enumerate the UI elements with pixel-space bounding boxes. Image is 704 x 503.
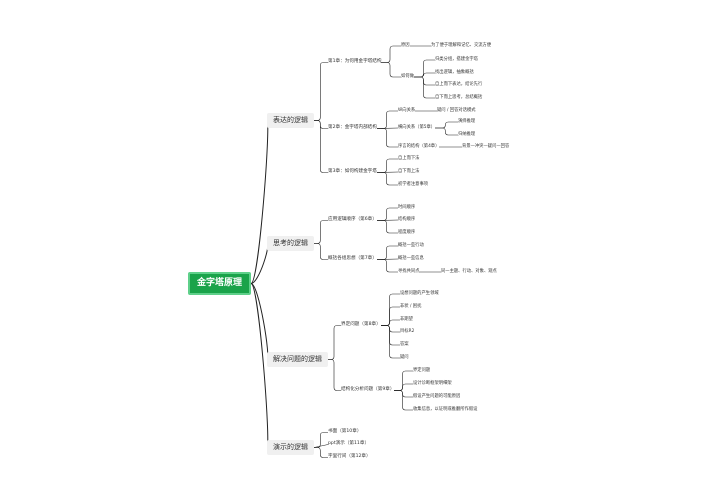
connector-line: [394, 383, 413, 391]
subtopic-node[interactable]: 概括一些信息: [398, 256, 424, 261]
connector-line: [314, 220, 328, 244]
subtopic-node[interactable]: 自上而下法: [398, 156, 420, 161]
connector-line: [381, 45, 401, 63]
topic-node[interactable]: 第2章：金字塔内部结构: [328, 125, 377, 130]
branch-node[interactable]: 解决问题的逻辑: [267, 352, 328, 367]
connector-line: [381, 325, 400, 359]
connector-line: [435, 127, 458, 136]
topic-node[interactable]: 界定问题（第8章）: [341, 322, 381, 327]
connector-line: [394, 390, 413, 411]
subtopic-node[interactable]: 寻找共同点: [398, 269, 420, 274]
connector-line: [381, 325, 400, 346]
leaf-node[interactable]: 归类分组，搭建金字塔: [435, 57, 478, 62]
topic-node[interactable]: 应用逻辑顺序（第6章）: [328, 217, 377, 222]
topic-node[interactable]: 书面（第10章）: [328, 429, 362, 434]
subtopic-node[interactable]: 非状 / 困扰: [400, 304, 422, 309]
connector-line: [414, 76, 435, 99]
leaf-node[interactable]: 自下而上思考，总结概括: [435, 95, 483, 100]
root-node[interactable]: 金字塔原理: [188, 272, 252, 295]
connector-line: [414, 72, 435, 78]
subtopic-node[interactable]: 假设产生问题的可能原因: [413, 394, 461, 399]
connector-line: [394, 370, 413, 391]
leaf-node[interactable]: 背景—冲突—疑问—回答: [462, 144, 510, 149]
leaf-node[interactable]: 自上而下表达，结论先行: [435, 82, 483, 87]
connector-line: [435, 121, 458, 129]
subtopic-node[interactable]: 原因: [401, 43, 410, 48]
connector-line: [377, 110, 398, 129]
connector-line: [394, 390, 413, 398]
leaf-node[interactable]: 同一主题、行动、对象、观点: [441, 269, 497, 274]
connector-line: [377, 245, 398, 260]
connector-line: [381, 325, 400, 333]
subtopic-node[interactable]: 序言的结构（第4章）: [398, 144, 440, 149]
topic-node[interactable]: 字里行间（第12章）: [328, 454, 371, 459]
connector-line: [313, 444, 329, 448]
leaf-node[interactable]: 疑问 / 回答对话模式: [437, 108, 476, 113]
subtopic-node[interactable]: 设计诊断框架明细架: [413, 381, 452, 386]
topic-node[interactable]: 第3章：如何构建金字塔: [328, 169, 377, 174]
subtopic-node[interactable]: 时间顺序: [398, 205, 416, 210]
branch-node[interactable]: 思考的逻辑: [267, 236, 314, 251]
topic-node[interactable]: 第1章：为何用金字塔结构: [328, 59, 382, 64]
connector-line: [377, 220, 398, 234]
connector-line: [314, 120, 328, 129]
connector-line: [377, 128, 398, 148]
leaf-node[interactable]: 归纳推理: [458, 132, 476, 137]
branch-node[interactable]: 演示的逻辑: [267, 440, 314, 455]
topic-node[interactable]: ppt演示（第11章）: [328, 441, 370, 446]
connector-line: [250, 283, 269, 448]
subtopic-node[interactable]: 自下而上法: [398, 169, 420, 174]
connector-line: [314, 120, 328, 173]
topic-node[interactable]: 结构化分析问题（第9章）: [341, 387, 395, 392]
branch-node[interactable]: 表达的逻辑: [267, 113, 314, 128]
connector-line: [414, 59, 435, 78]
leaf-node[interactable]: 找出逻辑，抽象概括: [435, 70, 474, 75]
connector-line: [377, 207, 398, 221]
subtopic-node[interactable]: 概括一些行动: [398, 243, 424, 248]
subtopic-node[interactable]: 如何做: [401, 74, 414, 79]
subtopic-node[interactable]: 结构顺序: [398, 217, 416, 222]
subtopic-node[interactable]: 程度顺序: [398, 230, 416, 235]
subtopic-node[interactable]: 初学者注意事项: [398, 182, 429, 187]
subtopic-node[interactable]: 设想问题的产生领域: [400, 291, 439, 296]
connector-line: [328, 359, 341, 391]
connector-line: [414, 76, 435, 86]
connector-line: [314, 432, 328, 448]
leaf-node[interactable]: 演绎推理: [458, 119, 476, 124]
subtopic-node[interactable]: 纵向关系: [398, 108, 416, 113]
connector-line: [314, 62, 328, 121]
connector-line: [381, 319, 400, 326]
subtopic-node[interactable]: 疑问: [400, 355, 409, 360]
connector-line: [381, 62, 401, 78]
subtopic-node[interactable]: 答案: [400, 342, 409, 347]
leaf-node[interactable]: 为了便于理解和记忆、交流方便: [431, 43, 492, 48]
subtopic-node[interactable]: 横向关系（第5章）: [398, 125, 436, 130]
topic-node[interactable]: 概括各组思想（第7章）: [328, 256, 377, 261]
subtopic-node[interactable]: 界定问题: [413, 368, 431, 373]
connector-line: [381, 306, 400, 326]
connector-line: [314, 447, 328, 458]
subtopic-node[interactable]: 目标R2: [400, 329, 415, 334]
connector-line: [377, 172, 398, 186]
connector-line: [377, 158, 398, 173]
connector-line: [314, 243, 328, 260]
subtopic-node[interactable]: 收集信息，以证明或推翻所作假设: [413, 407, 478, 412]
connector-line: [377, 259, 398, 273]
subtopic-node[interactable]: 非期望: [400, 317, 413, 322]
connector-line: [328, 325, 341, 360]
